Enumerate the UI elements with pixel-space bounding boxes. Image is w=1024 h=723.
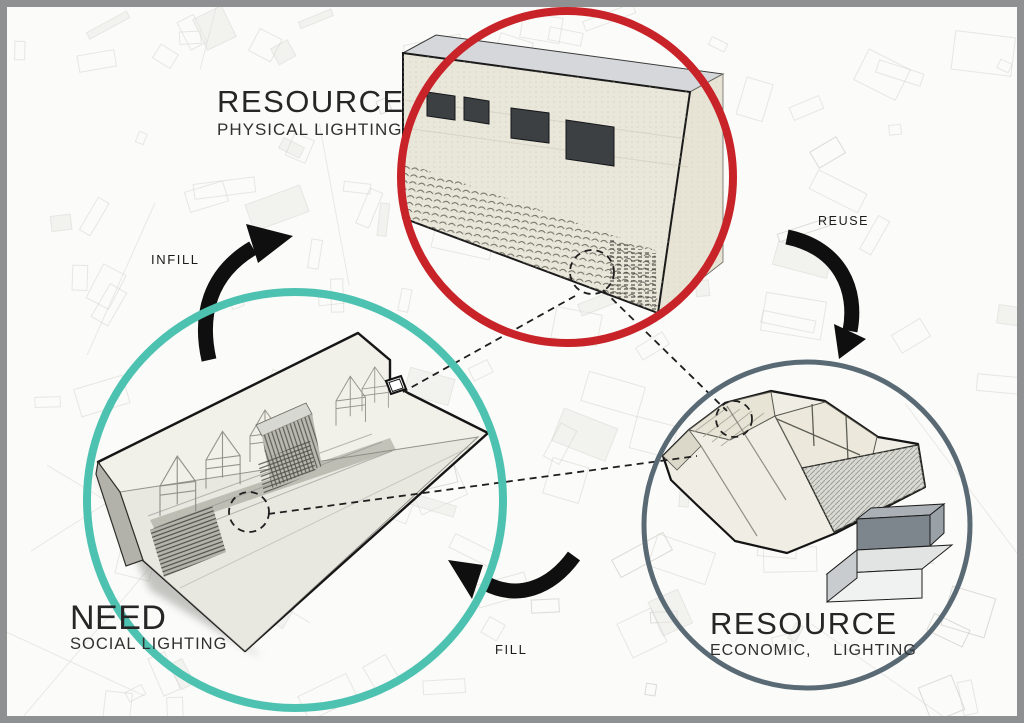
reuse-arrow-shaft	[785, 229, 860, 333]
social-node-label: NEED SOCIAL LIGHTING	[70, 601, 227, 653]
detail-circle-economic	[715, 400, 753, 438]
fill-arrow-label: FILL	[495, 642, 528, 657]
infill-arrow-head	[246, 224, 293, 263]
detail-circle-physical	[569, 249, 615, 295]
side-face-texture	[658, 74, 723, 313]
roof-joint-line	[179, 446, 471, 589]
physical-lighting-building	[401, 34, 725, 315]
perforated-band	[403, 162, 658, 313]
cycle-arrows	[197, 224, 866, 599]
dashed-line-physical-to-social	[402, 295, 576, 393]
louver-block	[255, 402, 322, 494]
detail-circle-social	[228, 491, 270, 533]
social-subtitle: SOCIAL LIGHTING	[70, 634, 228, 653]
economic-ring	[641, 359, 973, 691]
economic-node-label: RESOURCE ECONOMIC, LIGHTING	[710, 608, 917, 659]
fill-arrow-shaft	[481, 551, 581, 599]
dashed-line-physical-to-economic	[602, 289, 728, 412]
wing-roof	[687, 391, 776, 441]
social-ring	[83, 288, 507, 712]
dashed-line-social-to-economic	[267, 455, 698, 515]
fill-arrow-head	[448, 560, 483, 599]
dashed-connections	[228, 249, 753, 533]
arrow-shafts	[197, 229, 860, 599]
economic-subtitle: ECONOMIC, LIGHTING	[710, 641, 917, 659]
facade-windows	[426, 91, 615, 167]
social-lighting-building	[94, 331, 490, 658]
physical-node-label: RESOURCE PHYSICAL LIGHTING	[217, 86, 405, 138]
braces	[700, 405, 787, 537]
infill-arrow-label: INFILL	[151, 252, 200, 267]
physical-ring	[397, 7, 737, 347]
social-title: NEED	[70, 599, 167, 637]
physical-subtitle: PHYSICAL LIGHTING	[217, 119, 403, 139]
reuse-arrow-head	[834, 324, 866, 359]
sloped-roof-hatch	[802, 445, 925, 532]
economic-title: RESOURCE	[710, 606, 898, 641]
wing-roof-hatch	[693, 406, 765, 447]
reuse-arrow-label: REUSE	[818, 214, 870, 228]
rooftop-box	[384, 374, 408, 396]
infill-arrow-shaft	[197, 241, 258, 362]
physical-title: RESOURCE	[217, 84, 405, 119]
bench-box	[825, 502, 954, 604]
slat-stack	[150, 505, 226, 577]
partition-walls	[774, 403, 861, 469]
ladder-strips	[610, 240, 656, 311]
arrow-heads	[246, 224, 866, 599]
end-wall	[95, 460, 144, 567]
